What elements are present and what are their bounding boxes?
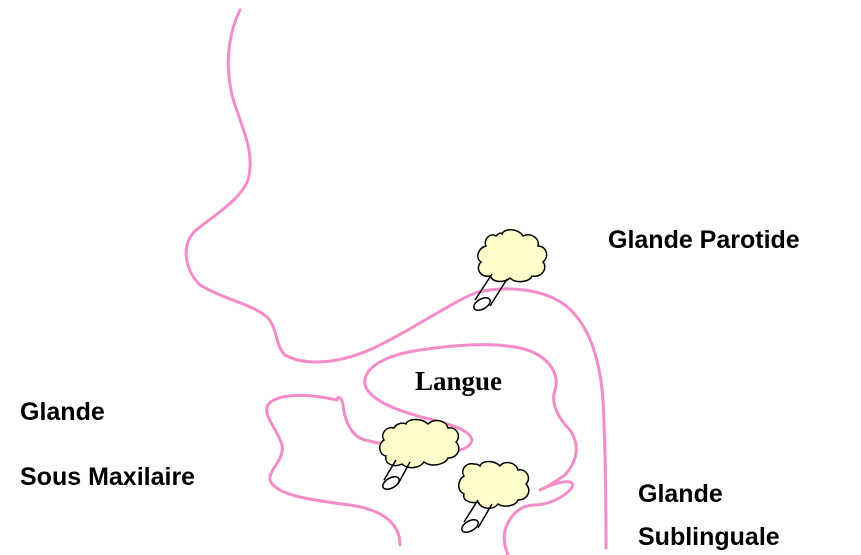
- palate-throat-outline: [478, 289, 606, 548]
- label-glande-sublinguale-line2: Sublinguale: [638, 525, 780, 550]
- chin-outline: [267, 395, 400, 545]
- face-profile-outline: [186, 10, 478, 362]
- parotid-gland: [472, 230, 547, 313]
- label-langue: Langue: [415, 368, 502, 395]
- label-glande-sublinguale-line1: Glande: [638, 482, 723, 507]
- label-glande-sous-maxilaire-line2: Sous Maxilaire: [20, 465, 195, 490]
- sublingual-gland: [459, 462, 529, 535]
- label-glande-sous-maxilaire-line1: Glande: [20, 400, 105, 425]
- label-glande-parotide: Glande Parotide: [608, 228, 800, 253]
- submandibular-gland: [380, 420, 459, 492]
